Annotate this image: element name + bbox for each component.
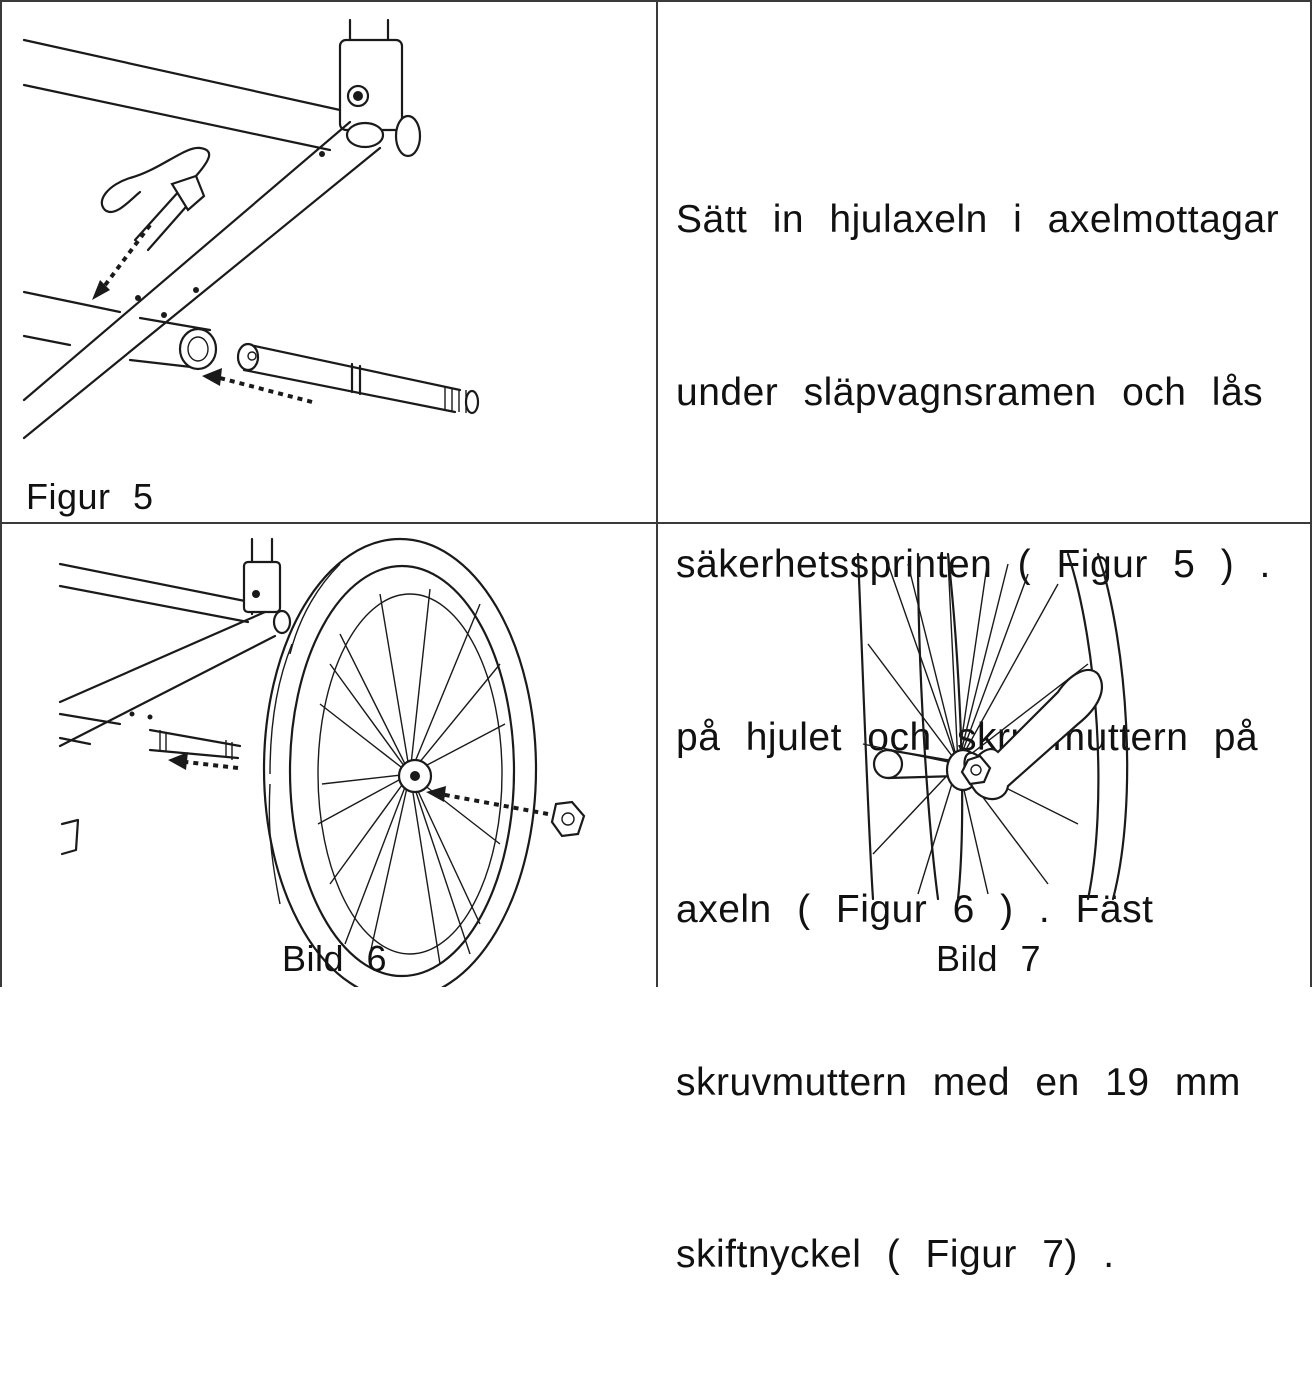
- figure-7-panel: Bild 7: [658, 524, 1312, 987]
- border-left: [0, 0, 2, 987]
- wheel-nut-illustration: [58, 537, 586, 987]
- figure-5-caption: Figur 5: [26, 476, 154, 517]
- figure-5-panel: Figur 5: [0, 0, 658, 524]
- figure-6-caption: Bild 6: [282, 938, 388, 979]
- figure-6-panel: Bild 6: [0, 524, 658, 987]
- instruction-line-6: skruvmuttern med en 19 mm: [676, 1060, 1241, 1104]
- axle-pin-insertion-illustration: [22, 18, 480, 440]
- instruction-line-4: på hjulet och skruvmuttern på: [676, 715, 1259, 759]
- border-right: [1310, 0, 1312, 987]
- instruction-line-7: skiftnyckel ( Figur 7) .: [676, 1233, 1115, 1276]
- wrench-tightening-illustration: [856, 552, 1129, 901]
- instruction-line-1: Sätt in hjulaxeln i axelmottagar: [676, 198, 1280, 241]
- figure-7-caption: Bild 7: [936, 938, 1042, 979]
- instructions-panel: Sätt in hjulaxeln i axelmottagar under s…: [658, 0, 1312, 1276]
- instruction-line-2: under släpvagnsramen och lås: [676, 370, 1264, 414]
- border-vertical: [656, 0, 658, 987]
- instruction-sheet: Figur 5 Sätt in hjulaxeln i axelmottagar…: [0, 0, 1312, 1276]
- instruction-line-5: axeln ( Figur 6 ) . Fäst: [676, 888, 1154, 931]
